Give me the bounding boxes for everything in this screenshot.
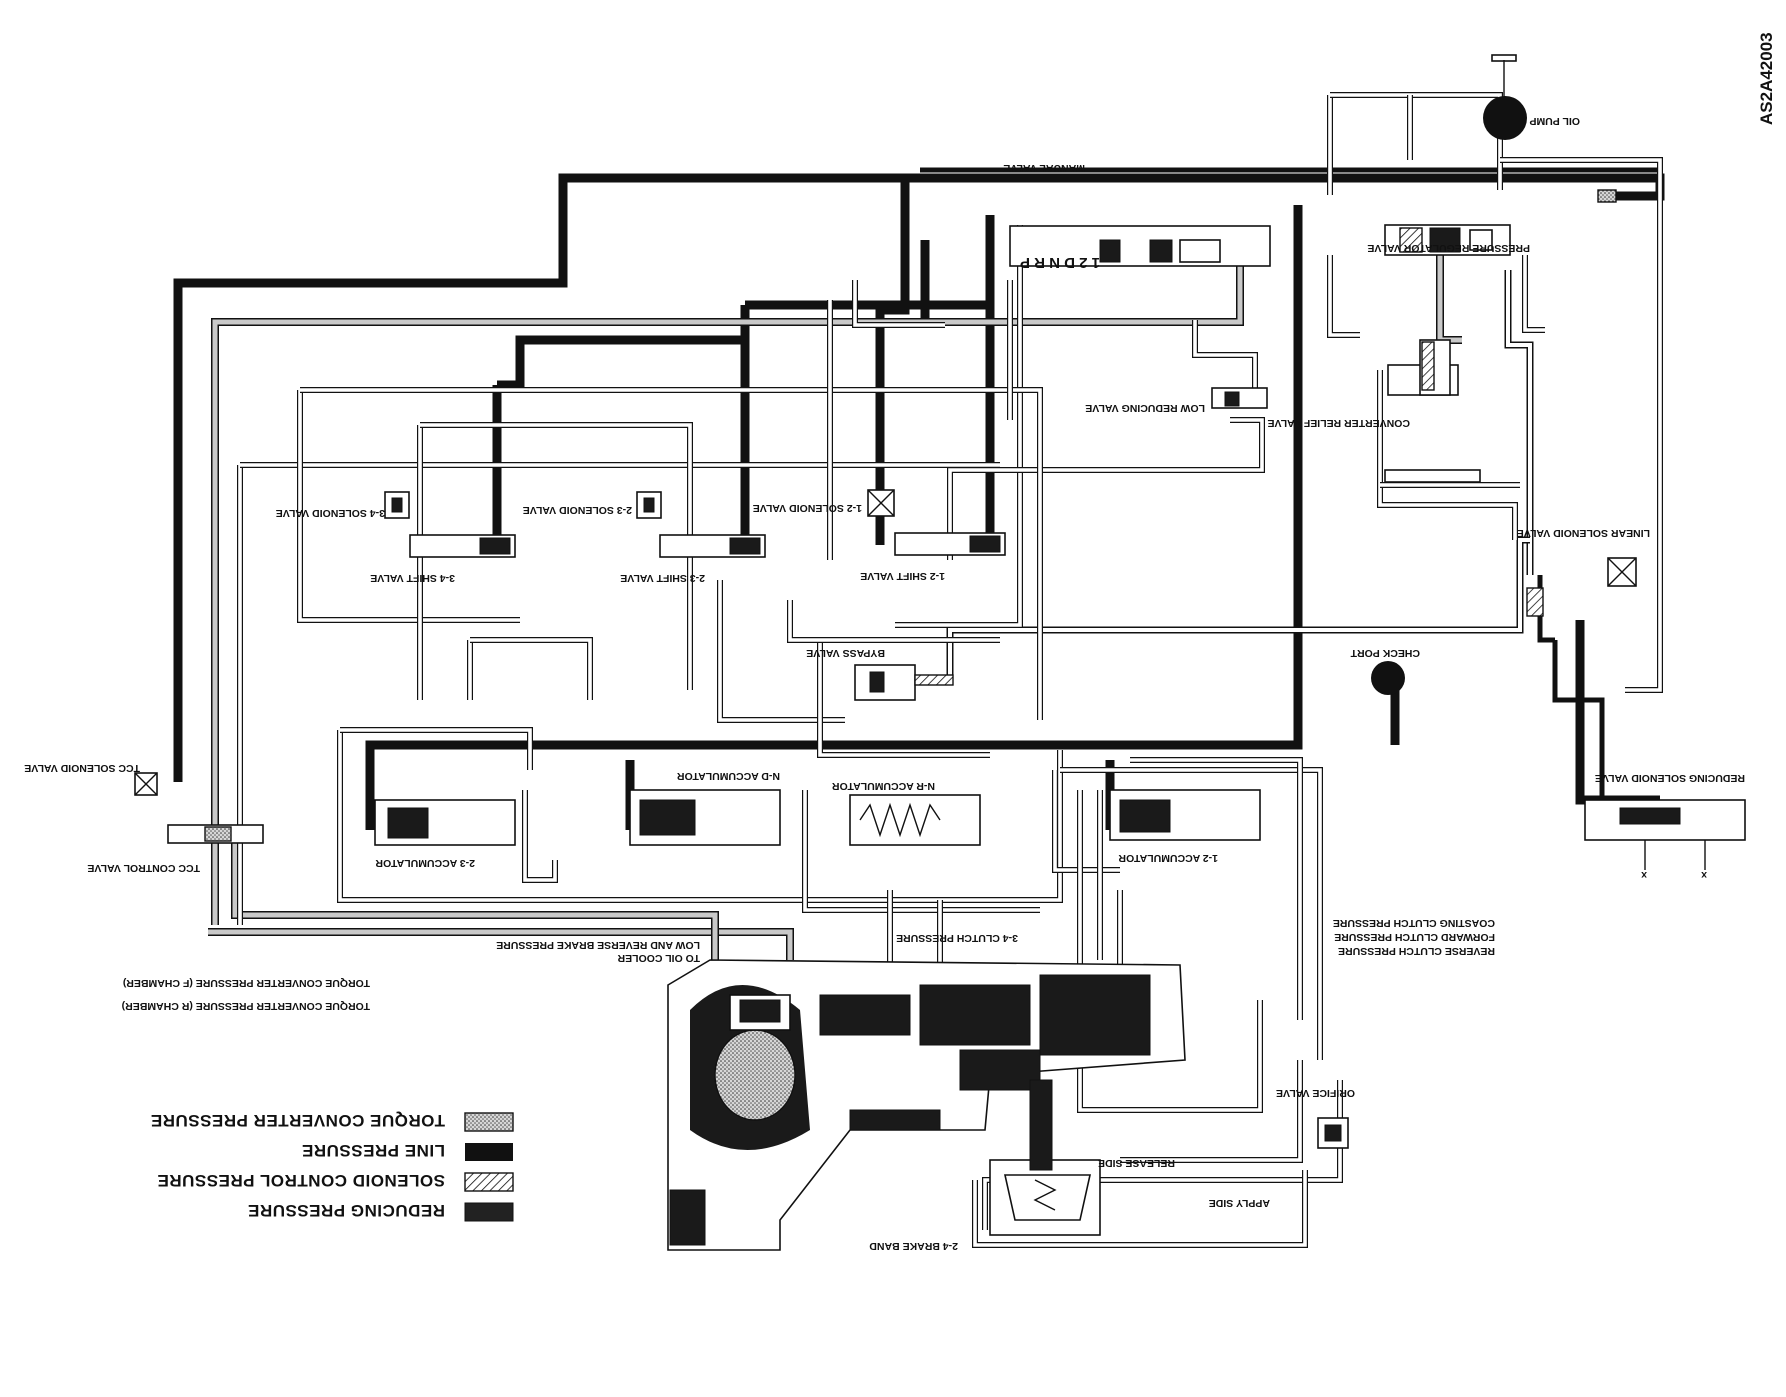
- manual-valve: [1009, 225, 1271, 267]
- label-nr-accumulator: N-R ACCUMULATOR: [832, 780, 935, 792]
- labels: AS2A42003 OIL PUMP MANUAL VALVE 1 2 D N …: [24, 32, 1776, 1252]
- label-check-port: CHECK PORT: [1350, 647, 1420, 659]
- legend-swatch-sol: [464, 1172, 514, 1192]
- low-reducing-valve: [1211, 387, 1268, 409]
- mark-x-left: x: [1641, 869, 1647, 881]
- label-apply-side: APPLY SIDE: [1209, 1197, 1270, 1209]
- label-nd-accumulator: N-D ACCUMULATOR: [677, 770, 780, 782]
- label-orifice-valve: ORIFICE VALVE: [1276, 1087, 1355, 1099]
- label-shift-2-3: 2-3 SHIFT VALVE: [620, 572, 705, 584]
- solenoid-control-pressure-circuit: [946, 270, 1534, 680]
- label-solenoid-3-4: 3-4 SOLENOID VALVE: [276, 507, 385, 519]
- label-tc-pressure-f: TORQUE CONVERTER PRESSURE (F CHAMBER): [123, 977, 370, 989]
- legend-label-sol: SOLENOID CONTROL PRESSURE: [157, 1171, 445, 1190]
- label-tc-pressure-r: TORQUE CONVERTER PRESSURE (R CHAMBER): [122, 1000, 370, 1012]
- legend-swatch-red: [464, 1202, 514, 1222]
- label-reducing-solenoid-valve: REDUCING SOLENOID VALVE: [1595, 772, 1745, 784]
- legend-label-red: REDUCING PRESSURE: [248, 1201, 445, 1220]
- orifice-valve: [1317, 1117, 1349, 1149]
- transmission-cross-section: [667, 959, 1186, 1251]
- label-converter-relief-valve: CONVERTER RELIEF VALVE: [1267, 417, 1410, 429]
- legend-item-red: REDUCING PRESSURE: [248, 1201, 514, 1222]
- shift-valves: [409, 532, 1006, 558]
- label-oil-pump: OIL PUMP: [1529, 115, 1580, 127]
- label-tcc-control-valve: TCC CONTROL VALVE: [87, 862, 200, 874]
- legend-swatch-line: [465, 1143, 513, 1161]
- solenoid-valves: [384, 489, 895, 519]
- converter-relief-valve: [1384, 339, 1481, 483]
- pressure-regulator-valve: [1384, 224, 1511, 256]
- label-tcc-solenoid-valve: TCC SOLENOID VALVE: [24, 762, 140, 774]
- label-2-4-brake-band: 2-4 BRAKE BAND: [869, 1240, 958, 1252]
- legend-item-sol: SOLENOID CONTROL PRESSURE: [157, 1171, 514, 1192]
- label-manual-positions: 1 2 D N R P: [1020, 254, 1100, 271]
- label-1-2-accumulator: 1-2 ACCUMULATOR: [1118, 852, 1218, 864]
- label-forward-clutch-pressure: FORWARD CLUTCH PRESSURE: [1334, 931, 1495, 943]
- label-shift-1-2: 1-2 SHIFT VALVE: [860, 570, 945, 582]
- label-linear-solenoid-valve: LINEAR SOLENOID VALVE: [1517, 527, 1650, 539]
- figure-code: AS2A42003: [1757, 32, 1776, 125]
- label-to-oil-cooler: TO OIL COOLER: [617, 952, 700, 964]
- check-port: [1371, 661, 1405, 695]
- legend-item-line: LINE PRESSURE: [302, 1141, 513, 1161]
- label-shift-3-4: 3-4 SHIFT VALVE: [370, 572, 455, 584]
- label-solenoid-2-3: 2-3 SOLENOID VALVE: [523, 504, 632, 516]
- label-low-reducing-valve: LOW REDUCING VALVE: [1085, 402, 1205, 414]
- label-low-reverse-brake-pressure: LOW AND REVERSE BRAKE PRESSURE: [496, 939, 700, 951]
- legend-label-tc: TORQUE CONVERTER PRESSURE: [150, 1111, 445, 1130]
- label-2-3-accumulator: 2-3 ACCUMULATOR: [375, 857, 475, 869]
- bypass-valve: [854, 664, 954, 701]
- label-release-side: RELEASE SIDE: [1098, 1157, 1175, 1169]
- reducing-solenoid-valve: [1584, 799, 1746, 870]
- accumulators: [374, 789, 1261, 846]
- label-bypass-valve: BYPASS VALVE: [806, 647, 885, 659]
- linear-solenoid-valve: [1526, 557, 1637, 617]
- label-solenoid-1-2: 1-2 SOLENOID VALVE: [753, 502, 862, 514]
- label-pressure-regulator-valve: PRESSURE REGULATOR VALVE: [1367, 242, 1530, 254]
- label-3-4-clutch-pressure: 3-4 CLUTCH PRESSURE: [896, 932, 1018, 944]
- label-reverse-clutch-pressure: REVERSE CLUTCH PRESSURE: [1338, 945, 1495, 957]
- mark-x-right: x: [1701, 869, 1707, 881]
- tcc-valves: [134, 772, 264, 844]
- legend: TORQUE CONVERTER PRESSURE LINE PRESSURE …: [150, 1111, 514, 1222]
- oil-pump: [1483, 54, 1617, 203]
- legend-item-tc: TORQUE CONVERTER PRESSURE: [150, 1111, 514, 1132]
- label-manual-valve: MANUAL VALVE: [1003, 162, 1085, 174]
- legend-swatch-tc: [464, 1112, 514, 1132]
- legend-label-line: LINE PRESSURE: [302, 1141, 445, 1160]
- label-coasting-clutch-pressure: COASTING CLUTCH PRESSURE: [1333, 917, 1495, 929]
